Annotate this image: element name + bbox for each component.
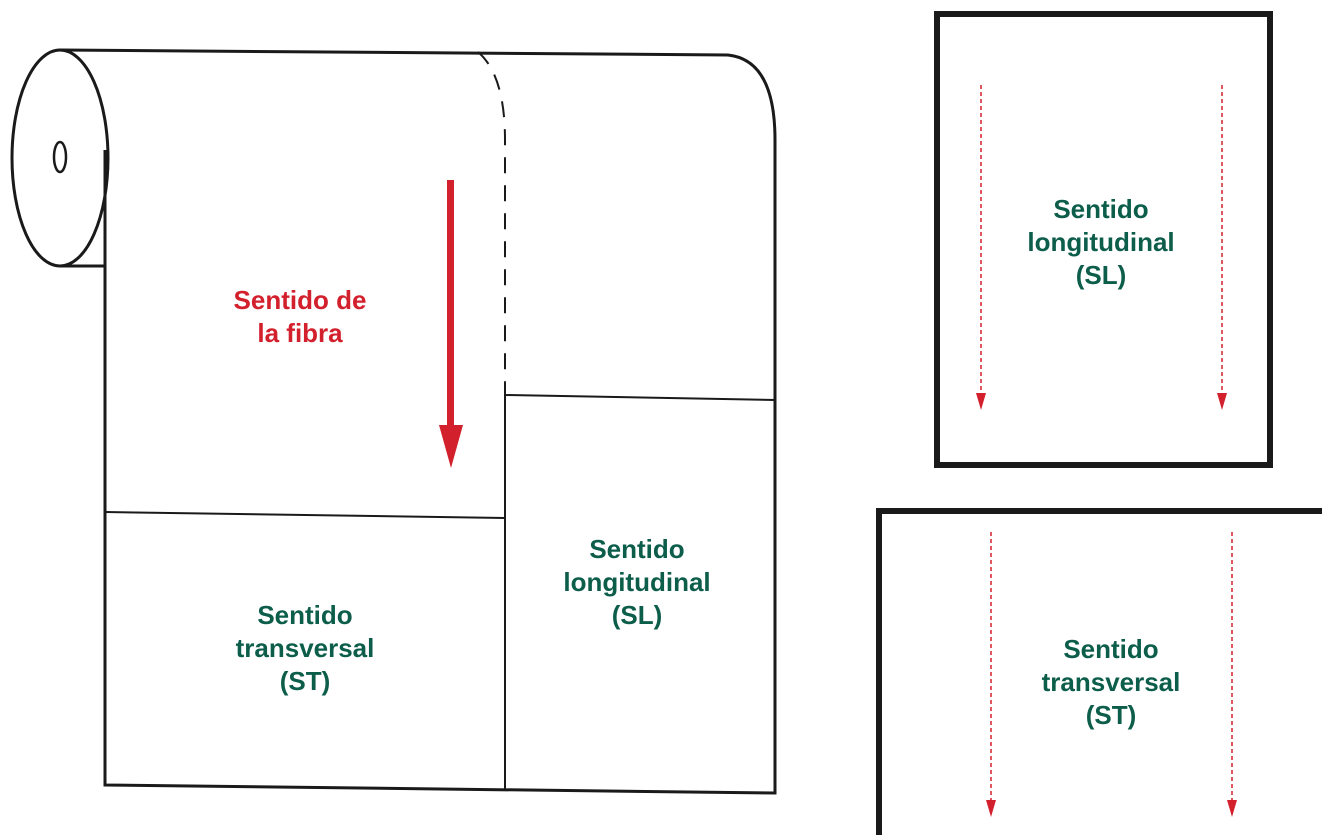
fiber-label-line-1: Sentido de	[233, 285, 367, 315]
sheet-outline	[103, 140, 777, 795]
sheet-transversal-label: Sentido transversal (ST)	[1001, 633, 1221, 732]
longitudinal-piece-top	[504, 394, 776, 401]
paper-roll	[10, 48, 777, 795]
transversal-label-line-2: transversal	[235, 633, 375, 663]
sheet-longitudinal-line-3: (SL)	[1075, 260, 1127, 290]
fiber-label-line-2: la fibra	[257, 318, 343, 348]
transversal-label-line-3: (ST)	[279, 666, 331, 696]
roll-core-hole	[52, 140, 68, 174]
longitudinal-label-line-1: Sentido	[589, 534, 685, 564]
transversal-label-line-1: Sentido	[257, 600, 353, 630]
sheet-longitudinal-line-2: longitudinal	[1027, 227, 1175, 257]
dashed-cut-line	[477, 51, 506, 395]
sheet-longitudinal-line-1: Sentido	[1053, 194, 1149, 224]
sheet-transversal-line-1: Sentido	[1063, 634, 1159, 664]
arrow-head-icon	[1227, 800, 1237, 817]
fiber-direction-label: Sentido de la fibra	[200, 284, 400, 350]
longitudinal-label-line-3: (SL)	[611, 600, 663, 630]
roll-longitudinal-label: Sentido longitudinal (SL)	[527, 533, 747, 632]
sheet-transversal-frame	[876, 508, 1322, 835]
transversal-piece-top	[104, 511, 506, 519]
sheet-longitudinal-label: Sentido longitudinal (SL)	[991, 193, 1211, 292]
arrow-head-icon	[1217, 393, 1227, 410]
arrow-head-icon	[986, 800, 996, 817]
fiber-direction-arrow	[439, 180, 463, 468]
sheet-longitudinal-frame	[934, 11, 1273, 468]
roll-transversal-label: Sentido transversal (ST)	[195, 599, 415, 698]
longitudinal-label-line-2: longitudinal	[563, 567, 711, 597]
sheet-transversal-line-2: transversal	[1041, 667, 1181, 697]
sheet-transversal-line-3: (ST)	[1085, 700, 1137, 730]
roll-top-edge	[59, 48, 777, 141]
arrow-head-icon	[976, 393, 986, 410]
roll-end-face	[10, 48, 110, 268]
